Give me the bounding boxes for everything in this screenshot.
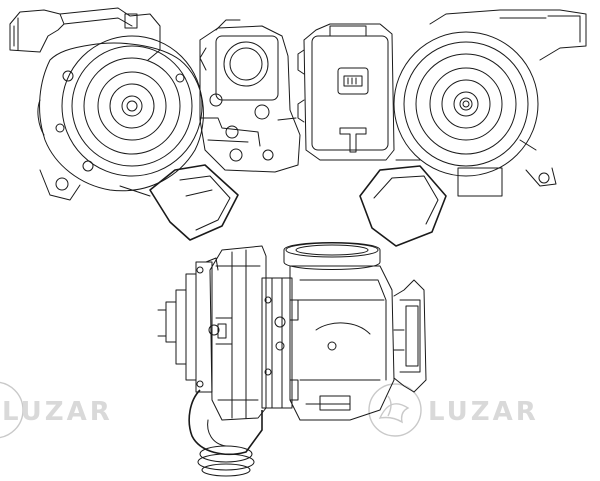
- turbocharger-side-view: [157, 242, 427, 477]
- watermark-right: LUZAR: [368, 383, 539, 437]
- turbocharger-front-view: [9, 7, 301, 241]
- turbocharger-rear-view: [297, 9, 587, 247]
- watermark-text-left: LUZAR: [2, 397, 113, 427]
- watermark-text-right: LUZAR: [428, 397, 539, 427]
- watermark-left: LUZAR: [0, 381, 113, 439]
